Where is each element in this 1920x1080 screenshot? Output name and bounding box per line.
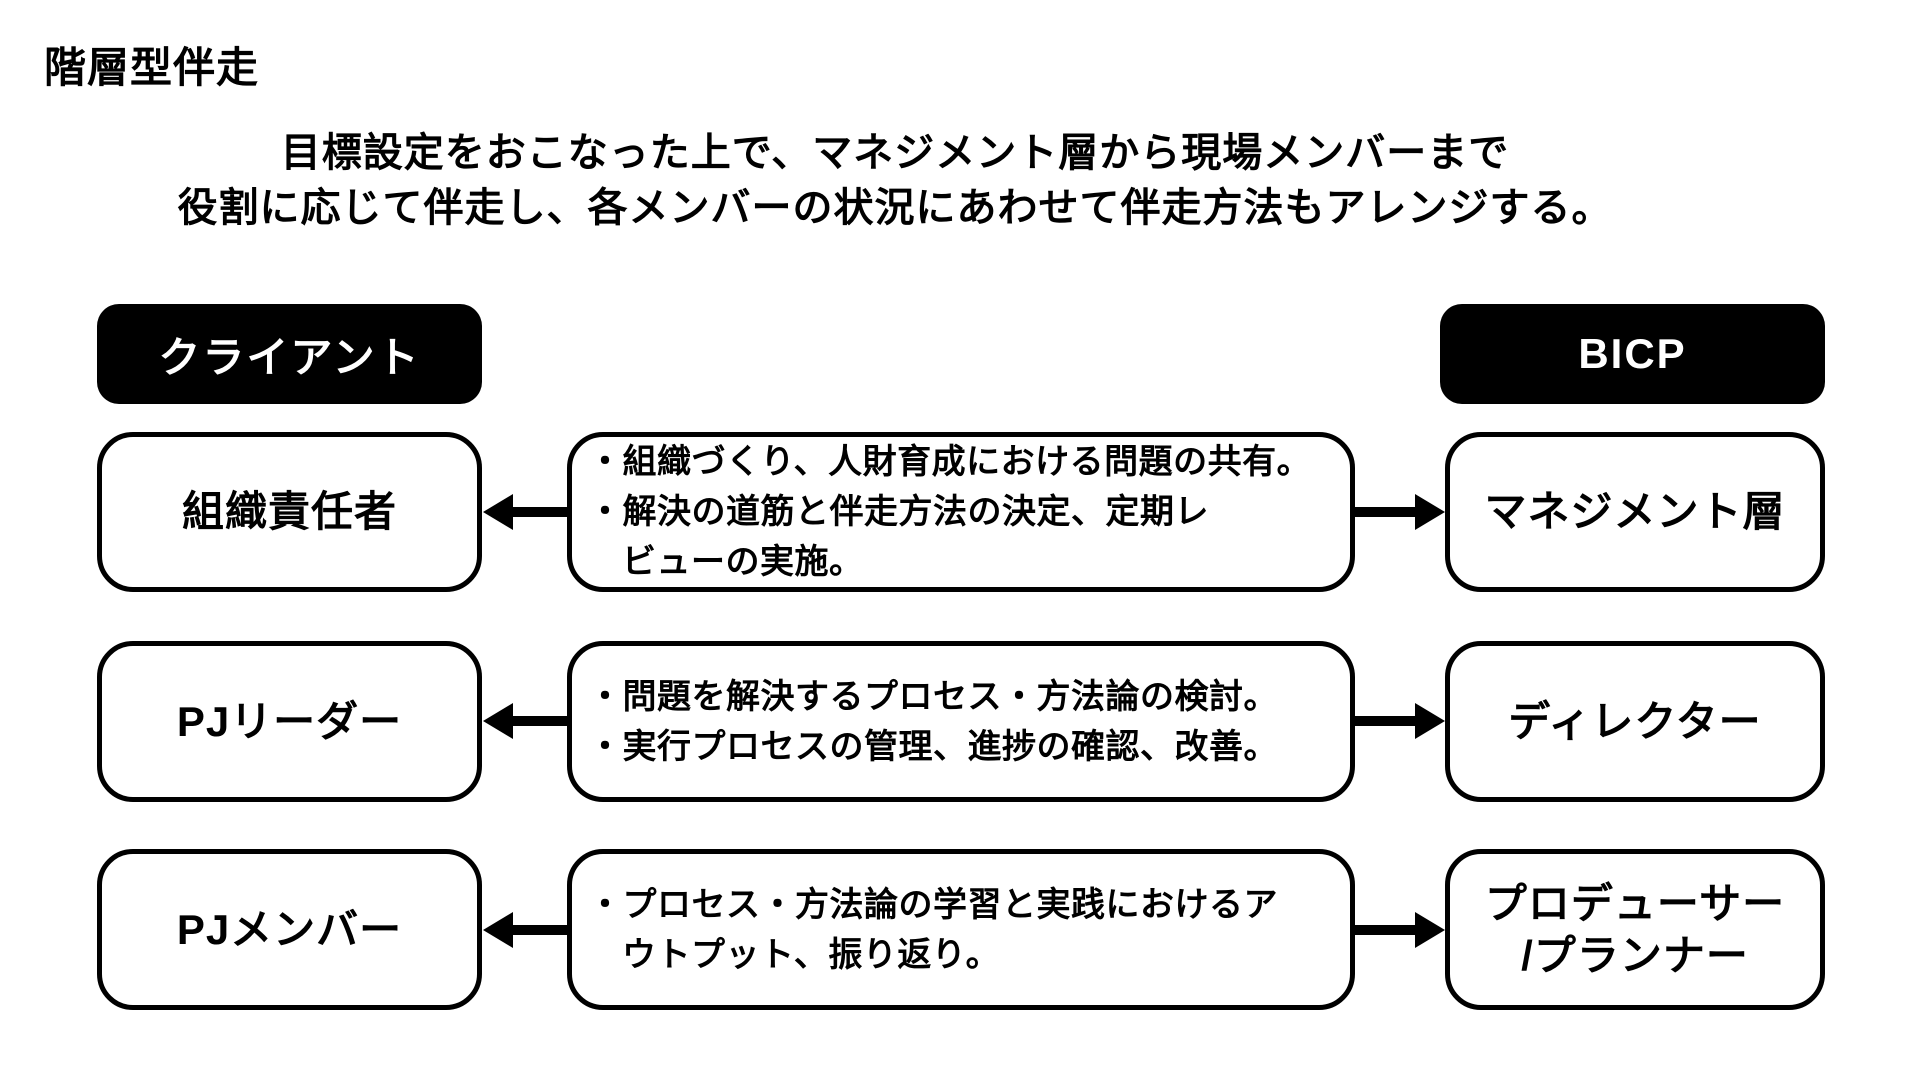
bicp-role-label: ディレクター [1508, 697, 1762, 745]
bullet-item: ・問題を解決するプロセス・方法論の検討。 [588, 672, 1278, 722]
description-line-1: 目標設定をおこなった上で、マネジメント層から現場メンバーまで [280, 131, 1510, 175]
bicp-role-label-line2: /プランナー [1521, 931, 1749, 979]
arrow-shaft [1354, 716, 1421, 726]
client-role-box-pj-leader: PJリーダー [97, 641, 482, 802]
activity-box-row1: ・組織づくり、人財育成における問題の共有。 ・解決の道筋と伴走方法の決定、定期レ… [567, 432, 1355, 592]
client-role-box-org-manager: 組織責任者 [97, 432, 482, 592]
client-role-label: PJメンバー [176, 905, 403, 953]
bullet-line: ・組織づくり、人財育成における問題の共有。 [588, 443, 1312, 481]
bullet-line: ・プロセス・方法論の学習と実践におけるア [588, 885, 1278, 924]
right-arrow-icon [1354, 703, 1445, 739]
client-role-label: 組織責任者 [181, 488, 397, 535]
right-arrow-icon [1354, 494, 1445, 530]
column-header-bicp-label: BICP [1578, 330, 1687, 377]
left-arrow-icon [483, 494, 567, 530]
right-arrowhead-icon [1415, 494, 1445, 530]
arrow-shaft [507, 716, 567, 726]
page-title: 階層型伴走 [44, 44, 260, 91]
description-line-2: 役割に応じて伴走し、各メンバーの状況にあわせて伴走方法もアレンジする。 [177, 186, 1613, 230]
arrow-shaft [507, 925, 567, 935]
right-arrow-icon [1354, 912, 1445, 948]
bullet-item: ・プロセス・方法論の学習と実践におけるア ウトプット、振り返り。 [588, 880, 1278, 980]
column-header-client-label: クライアント [158, 333, 421, 381]
bicp-role-box-producer-planner: プロデューサー /プランナー [1445, 849, 1825, 1010]
slide-description: 目標設定をおこなった上で、マネジメント層から現場メンバーまで 役割に応じて伴走し… [0, 126, 1790, 236]
column-header-bicp: BICP [1440, 304, 1825, 404]
client-role-box-pj-member: PJメンバー [97, 849, 482, 1010]
bullet-line-continuation: ウトプット、振り返り。 [622, 935, 1001, 974]
bullet-line-continuation: ビューの実施。 [622, 543, 864, 581]
bullet-line: ・解決の道筋と伴走方法の決定、定期レ [588, 493, 1209, 531]
bullet-item: ・解決の道筋と伴走方法の決定、定期レ ビューの実施。 [588, 487, 1209, 587]
bicp-role-box-management: マネジメント層 [1445, 432, 1825, 592]
bullet-line: ・実行プロセスの管理、進捗の確認、改善。 [588, 727, 1278, 766]
bullet-line: ・問題を解決するプロセス・方法論の検討。 [588, 677, 1278, 716]
arrow-shaft [507, 507, 567, 517]
bullet-item: ・実行プロセスの管理、進捗の確認、改善。 [588, 722, 1278, 772]
column-header-client: クライアント [97, 304, 482, 404]
left-arrow-icon [483, 912, 567, 948]
activity-box-row3: ・プロセス・方法論の学習と実践におけるア ウトプット、振り返り。 [567, 849, 1355, 1010]
arrow-shaft [1354, 507, 1421, 517]
bicp-role-box-director: ディレクター [1445, 641, 1825, 802]
client-role-label: PJリーダー [176, 697, 403, 745]
bicp-role-label: マネジメント層 [1484, 488, 1786, 535]
right-arrowhead-icon [1415, 703, 1445, 739]
arrow-shaft [1354, 925, 1421, 935]
left-arrow-icon [483, 703, 567, 739]
bullet-item: ・組織づくり、人財育成における問題の共有。 [588, 437, 1311, 487]
bicp-role-label-line1: プロデューサー [1484, 879, 1786, 927]
right-arrowhead-icon [1415, 912, 1445, 948]
activity-box-row2: ・問題を解決するプロセス・方法論の検討。 ・実行プロセスの管理、進捗の確認、改善… [567, 641, 1355, 802]
